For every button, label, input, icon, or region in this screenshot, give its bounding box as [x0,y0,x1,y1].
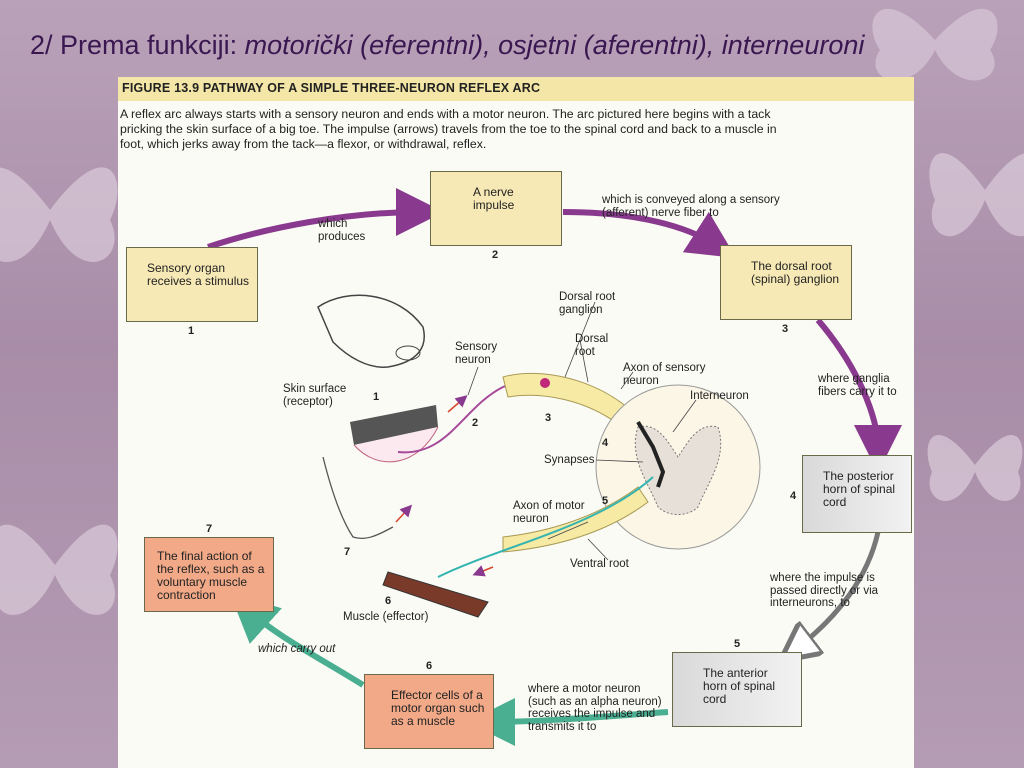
label-axon-sensory: Axon of sensory neuron [623,362,706,387]
label-dorsal-root: Dorsal root [575,333,609,358]
diagram-number: 1 [373,391,380,403]
connector-label-3: where ganglia fibers carry it to [818,373,897,398]
step-number: 6 [426,660,433,672]
connector-label-4: where the impulse is passed directly or … [770,572,879,609]
step-box-4: The posterior horn of spinal cord [802,455,912,533]
butterfly-decoration-icon [927,435,1023,501]
label-sensory-neuron: Sensory neuron [455,341,498,366]
skin-dermis [353,426,439,463]
caption-line: A reflex arc always starts with a sensor… [120,107,771,121]
label-axon-motor: Axon of motor neuron [513,500,585,525]
step-number: 2 [492,249,499,261]
step-number: 4 [790,490,797,502]
arrow-6-to-7 [230,593,365,688]
skin-section [350,405,438,445]
ganglion-cell [540,378,550,388]
arrow-1-to-2 [207,188,444,250]
figure-caption: A reflex arc always starts with a sensor… [120,107,914,152]
arrow-3-to-4 [815,318,902,473]
diagram-artwork [207,188,902,746]
connector-label-1: which produces [318,218,366,243]
caption-line: pricking the skin surface of a big toe. … [120,122,777,136]
muscle-effector [382,571,489,618]
slide-title: 2/ Prema funkciji: motorički (eferentni)… [30,30,864,61]
diagram-number: 5 [602,495,609,507]
gray-matter [634,425,722,515]
label-interneuron: Interneuron [690,390,749,402]
diagram-number: 2 [472,417,479,429]
connector-label-5: where a motor neuron (such as an alpha n… [528,683,662,733]
toe-outline [317,294,425,368]
figure-header [118,77,914,101]
motor-fiber [437,476,654,578]
figure-title: FIGURE 13.9 PATHWAY OF A SIMPLE THREE-NE… [122,81,541,95]
connector-label-6: which carry out [258,643,336,655]
step-number: 5 [734,638,741,650]
step-number: 1 [188,325,195,337]
butterfly-decoration-icon [0,524,118,615]
step-number: 7 [206,523,213,535]
label-ventral-root: Ventral root [570,558,629,570]
step-number: 3 [782,323,789,335]
slide-title-italic: motorički (eferentni), osjetni (aferentn… [244,30,865,60]
step-box-5: The anterior horn of spinal cord [672,652,802,727]
butterfly-decoration-icon [929,153,1024,237]
impulse-arrow [472,565,494,577]
slide-title-plain: 2/ Prema funkciji: [30,30,245,60]
impulse-arrow [395,504,413,523]
arrow-4-to-5 [796,531,881,649]
diagram-number: 4 [602,437,609,449]
step-box-1: Sensory organ receives a stimulus [126,247,258,322]
step-box-7: The final action of the reflex, such as … [144,537,274,612]
label-muscle: Muscle (effector) [343,611,429,623]
label-synapses: Synapses [544,454,595,466]
label-dorsal-root-ganglion: Dorsal root ganglion [559,291,616,316]
ventral-root-shape [502,486,649,553]
diagram-number: 7 [344,546,351,558]
diagram-number: 6 [385,595,392,607]
label-skin-surface: Skin surface (receptor) [283,383,347,408]
impulse-arrow [447,395,468,413]
arrow-2-to-3 [562,209,737,258]
diagram-number: 3 [545,412,552,424]
interneuron-path [636,420,666,488]
toenail [395,345,421,361]
leg-outline [322,456,394,539]
reflex-arc-figure: FIGURE 13.9 PATHWAY OF A SIMPLE THREE-NE… [118,77,914,768]
caption-line: foot, which jerks away from the tack—a f… [120,137,487,151]
step-box-2: A nerve impulse [430,171,562,246]
step-box-3: The dorsal root (spinal) ganglion [720,245,852,320]
connector-label-2: which is conveyed along a sensory (affer… [602,194,780,219]
butterfly-decoration-icon [0,167,118,262]
butterfly-decoration-icon [872,8,998,81]
arrow-5-to-6 [467,697,669,746]
step-box-6: Effector cells of a motor organ such as … [364,674,494,749]
